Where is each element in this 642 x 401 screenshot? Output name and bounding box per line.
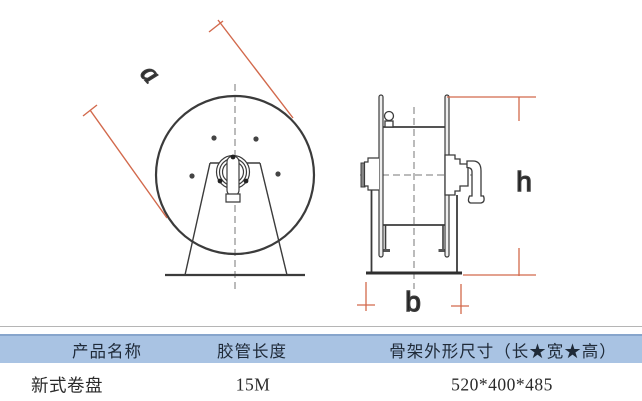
table-top-divider	[0, 326, 642, 327]
hub	[215, 154, 251, 203]
side-view: h b	[357, 94, 536, 318]
technical-drawing: a	[82, 19, 536, 318]
reel-disc-circle	[154, 94, 316, 256]
value-hose-length: 15M	[235, 374, 271, 395]
dim-a-tick-bottom	[82, 104, 98, 117]
dimension-line-b	[357, 282, 469, 314]
header-frame-size: 骨架外形尺寸（长★宽★高）	[389, 341, 617, 361]
dimension-label-h: h	[516, 166, 532, 197]
crank-handle	[466, 160, 485, 204]
spec-table-header: 产品名称 胶管长度 骨架外形尺寸（长★宽★高）	[0, 334, 642, 363]
dimension-label-a: a	[134, 58, 166, 89]
front-view: a	[82, 19, 316, 289]
spec-table-row: 新式卷盘 15M 520*400*485	[0, 372, 642, 398]
dimension-line-h	[447, 96, 536, 276]
axle-hub-right	[444, 154, 485, 204]
value-product-name: 新式卷盘	[31, 375, 103, 396]
header-product-name: 产品名称	[72, 341, 142, 361]
hub-dots	[217, 154, 249, 184]
hose-outlet	[383, 110, 395, 128]
side-disc-left	[378, 94, 384, 258]
dim-a-tick-top	[208, 20, 224, 33]
hub-grip-foot	[225, 193, 241, 203]
axle-hub-left	[360, 157, 379, 191]
value-frame-size: 520*400*485	[451, 374, 553, 395]
dimension-line-a	[82, 19, 294, 219]
dimension-label-b: b	[405, 286, 421, 317]
core-stubs	[381, 225, 448, 252]
bolt-dots	[189, 135, 281, 179]
header-hose-length: 胶管长度	[217, 341, 287, 361]
hub-grip	[226, 155, 240, 197]
